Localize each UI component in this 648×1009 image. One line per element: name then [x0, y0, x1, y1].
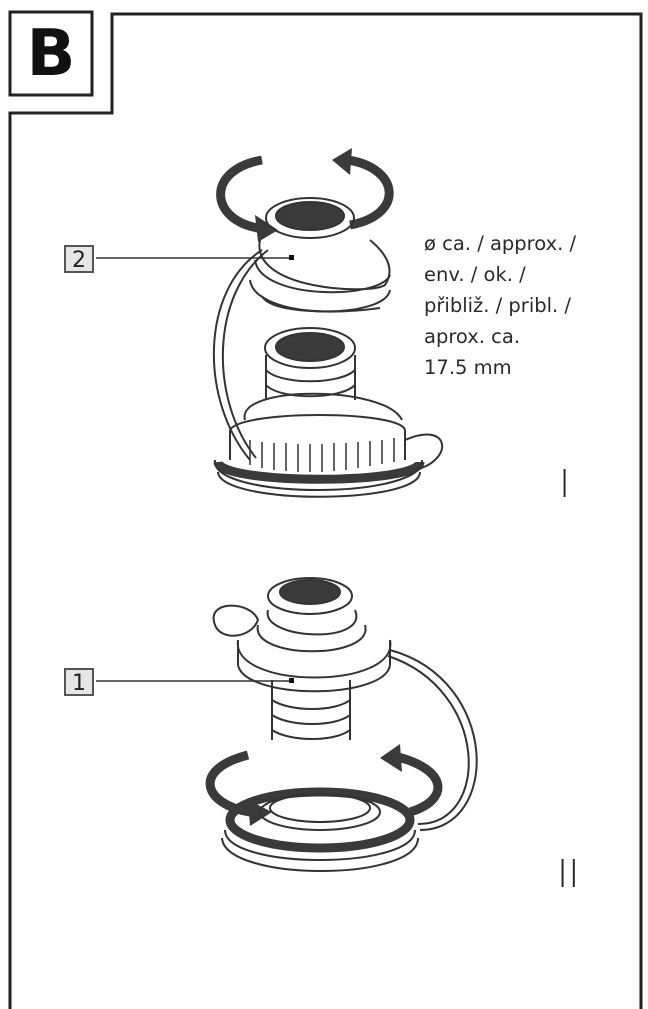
dimension-line: ø ca. / approx. /: [424, 232, 577, 255]
leader-dot: [289, 255, 294, 260]
panel-letter-frame: [8, 10, 94, 97]
rotate-arrow-icon: [347, 155, 394, 230]
panel-letter: B: [26, 17, 76, 91]
panel-frame: [8, 12, 643, 1009]
leader-dot: [289, 678, 294, 683]
callout-part-2: 2: [64, 245, 94, 273]
dimension-line: přibliž. / pribl. /: [424, 294, 572, 317]
dimension-note: ø ca. / approx. / env. / ok. / přibliž. / …: [424, 228, 576, 383]
step-label-2: II: [557, 852, 580, 896]
rotate-arrow-icon: [216, 155, 263, 233]
step-label-1: I: [559, 462, 571, 506]
valve-step-1: [212, 148, 443, 498]
rotate-arrow-icon: [396, 752, 443, 817]
dimension-line: aprox. ca.: [424, 325, 521, 348]
callout-part-1: 1: [64, 668, 94, 696]
valve-step-2: [205, 577, 478, 872]
dimension-line: 17.5 mm: [424, 356, 512, 379]
dimension-line: env. / ok. /: [424, 263, 526, 286]
